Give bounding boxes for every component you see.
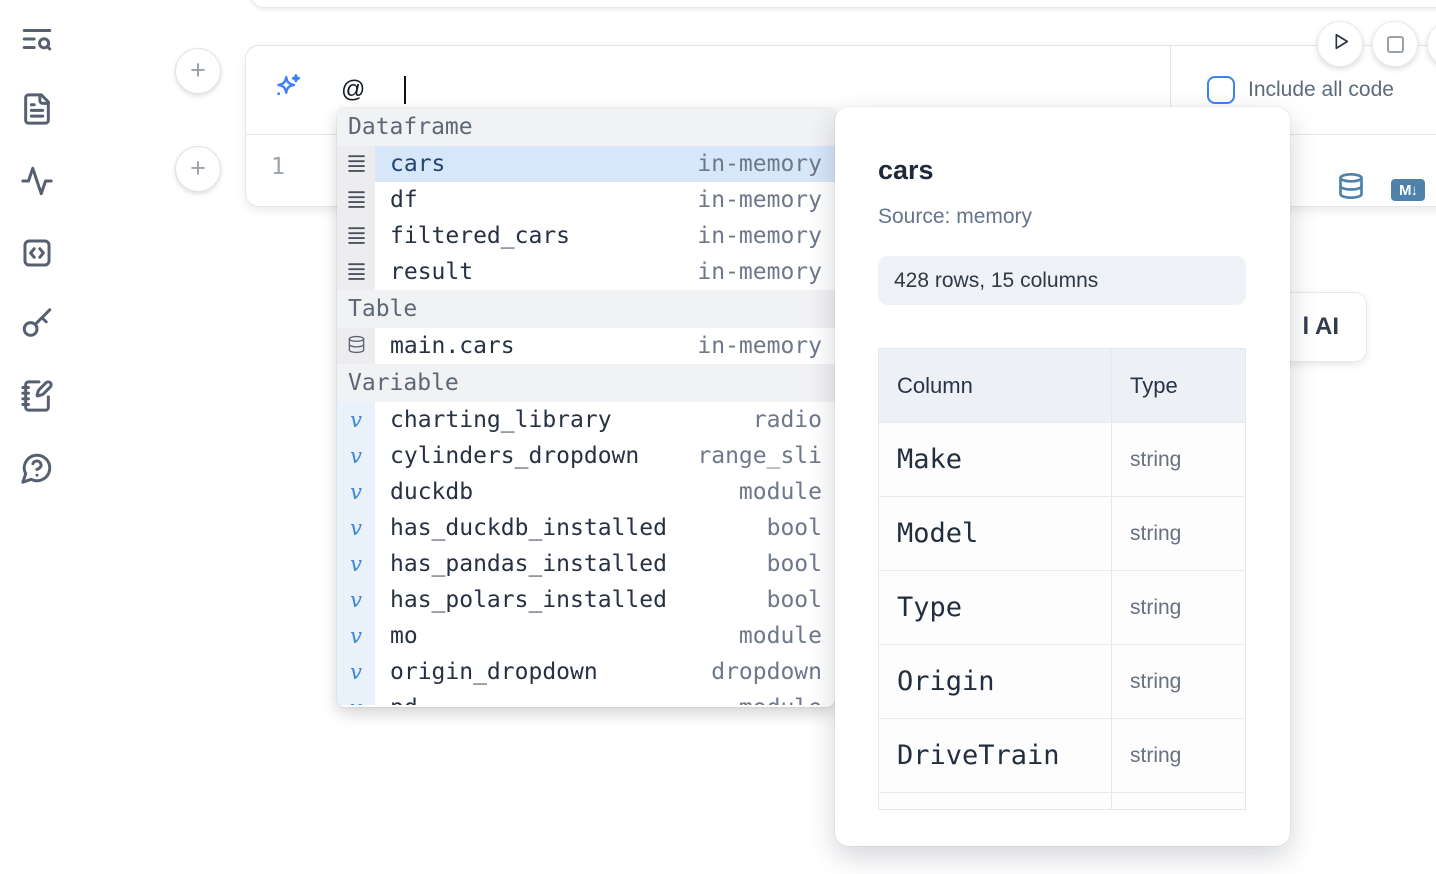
- schema-column-name: Make: [897, 444, 963, 475]
- preview-schema-table: Column Type Make string Model string Typ…: [878, 348, 1246, 810]
- schema-column-type: string: [1130, 521, 1182, 545]
- autocomplete-option[interactable]: v result in-memory: [337, 254, 835, 290]
- sidebar-item-scratchpad[interactable]: [18, 379, 56, 417]
- add-cell-below-button[interactable]: +: [175, 146, 221, 192]
- schema-row: DriveTrain string: [879, 719, 1245, 793]
- variable-icon: v: [350, 444, 362, 468]
- sidebar-item-files[interactable]: [18, 92, 56, 130]
- variable-icon: v: [350, 660, 362, 684]
- schema-column-type: string: [1130, 447, 1182, 471]
- schema-header-column: Column: [879, 349, 1112, 422]
- schema-row: Make string: [879, 423, 1245, 497]
- include-all-code-checkbox[interactable]: [1207, 76, 1235, 104]
- schema-header-type: Type: [1130, 372, 1178, 398]
- autocomplete-option[interactable]: v charting_library radio: [337, 402, 835, 438]
- schema-column-name: DriveTrain: [897, 740, 1060, 771]
- schema-column-type: string: [1130, 595, 1182, 619]
- preview-shape-badge: 428 rows, 15 columns: [878, 256, 1246, 305]
- variable-icon: v: [350, 624, 362, 648]
- include-all-code-label[interactable]: Include all code: [1248, 78, 1394, 101]
- autocomplete-section-header: Dataframe: [337, 108, 835, 146]
- schema-column-name: Model: [897, 518, 979, 549]
- variable-icon: v: [350, 588, 362, 612]
- variable-icon: v: [350, 552, 362, 576]
- schema-column-type: string: [1130, 743, 1182, 767]
- database-icon: [1337, 170, 1365, 207]
- autocomplete-option[interactable]: v duckdb module: [337, 474, 835, 510]
- autocomplete-section-header: Variable: [337, 364, 835, 402]
- schema-header-row: Column Type: [879, 349, 1245, 423]
- key-icon: [20, 307, 54, 346]
- dataframe-icon: [346, 260, 367, 285]
- schema-row: [879, 793, 1245, 809]
- sidebar-item-search[interactable]: [18, 22, 56, 60]
- dataframe-icon: [346, 188, 367, 213]
- schema-row: Model string: [879, 497, 1245, 571]
- variable-icon: v: [350, 516, 362, 540]
- dataframe-preview-popup: cars Source: memory 428 rows, 15 columns…: [835, 107, 1290, 846]
- preview-source: Source: memory: [878, 205, 1033, 228]
- ai-prompt-input[interactable]: @: [246, 46, 1171, 134]
- autocomplete-option[interactable]: v mo module: [337, 618, 835, 654]
- schema-column-name: Origin: [897, 666, 995, 697]
- dataframe-icon: [346, 224, 367, 249]
- schema-row: Origin string: [879, 645, 1245, 719]
- stop-button[interactable]: [1372, 21, 1418, 67]
- markdown-icon: M↓: [1399, 181, 1418, 199]
- sidebar-item-snippets[interactable]: [18, 236, 56, 274]
- schema-column-name: Type: [897, 592, 963, 623]
- autocomplete-section-header: Table: [337, 290, 835, 328]
- previous-cell: [250, 0, 1436, 8]
- autocomplete-option[interactable]: v cylinders_dropdown range_sli: [337, 438, 835, 474]
- activity-icon: [20, 164, 54, 203]
- autocomplete-option[interactable]: v origin_dropdown dropdown: [337, 654, 835, 690]
- help-chat-icon: [20, 451, 54, 490]
- add-sql-cell-button[interactable]: [1336, 171, 1366, 205]
- autocomplete-option[interactable]: v pd module: [337, 690, 835, 705]
- sidebar-item-secrets[interactable]: [18, 307, 56, 345]
- text-caret: [404, 76, 407, 104]
- dataframe-icon: [346, 152, 367, 177]
- code-editor-row[interactable]: 1: [246, 136, 1436, 206]
- ai-card-visible-text: l AI: [1302, 313, 1339, 340]
- variable-icon: v: [350, 408, 362, 432]
- autocomplete-option[interactable]: v has_pandas_installed bool: [337, 546, 835, 582]
- variable-icon: v: [350, 480, 362, 504]
- preview-title: cars: [878, 155, 934, 185]
- autocomplete-option[interactable]: v cars in-memory: [337, 146, 835, 182]
- autocomplete-listbox: Dataframe v cars in-memory v df: [337, 108, 835, 705]
- schema-column-type: string: [1130, 669, 1182, 693]
- file-text-icon: [20, 92, 54, 131]
- notebook-pen-icon: [20, 379, 54, 418]
- code-snippet-icon: [20, 236, 54, 275]
- add-cell-above-button[interactable]: +: [175, 48, 221, 94]
- sidebar-item-tracing[interactable]: [18, 164, 56, 202]
- variable-icon: v: [350, 696, 362, 705]
- schema-row: Type string: [879, 571, 1245, 645]
- autocomplete-option[interactable]: v main.cars in-memory: [337, 328, 835, 364]
- autocomplete-option[interactable]: v filtered_cars in-memory: [337, 218, 835, 254]
- autocomplete-option[interactable]: v has_duckdb_installed bool: [337, 510, 835, 546]
- autocomplete-popup: Dataframe v cars in-memory v df: [337, 108, 835, 707]
- sparkles-icon: [272, 72, 303, 108]
- include-all-code-group: Include all code: [1171, 46, 1394, 134]
- line-number: 1: [271, 154, 285, 180]
- run-cell-button[interactable]: [1317, 21, 1363, 67]
- stop-icon: [1386, 35, 1404, 53]
- text-search-icon: [20, 22, 54, 61]
- play-icon: [1328, 29, 1353, 59]
- convert-to-markdown-button[interactable]: M↓: [1391, 179, 1425, 201]
- autocomplete-option[interactable]: v has_polars_installed bool: [337, 582, 835, 618]
- sidebar-item-help[interactable]: [18, 451, 56, 489]
- database-icon: [347, 334, 366, 359]
- ai-prompt-value: @: [341, 76, 366, 103]
- autocomplete-option[interactable]: v df in-memory: [337, 182, 835, 218]
